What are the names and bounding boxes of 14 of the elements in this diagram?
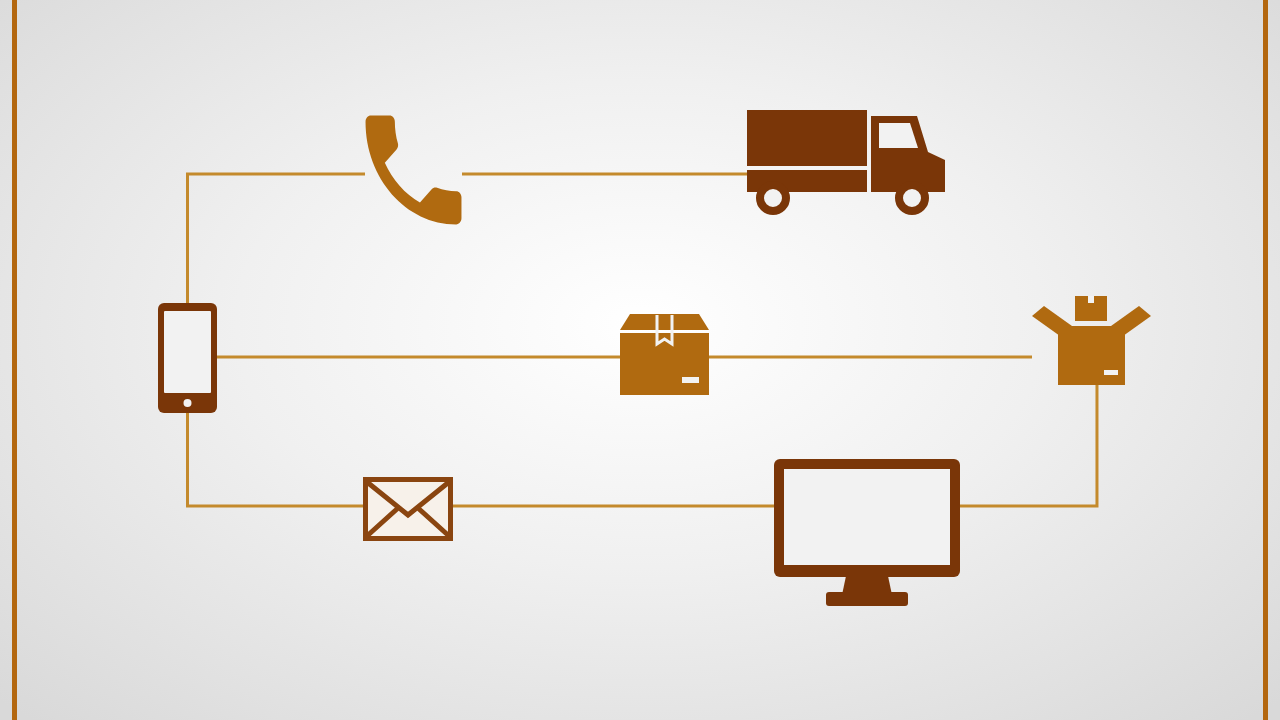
open-box-icon: [1032, 296, 1151, 385]
monitor-icon: [774, 459, 960, 606]
connector-line: [186, 172, 365, 303]
package-icon: [620, 314, 709, 395]
telephone-icon: [365, 115, 462, 225]
envelope-icon: [363, 477, 453, 541]
connector-line: [709, 355, 1032, 359]
connector-line: [960, 385, 1099, 508]
connector-line: [453, 504, 774, 508]
connector-line: [462, 172, 747, 176]
smartphone-icon: [158, 303, 217, 413]
connector-line: [217, 355, 620, 359]
connector-line: [186, 413, 363, 508]
truck-icon: [747, 110, 945, 215]
